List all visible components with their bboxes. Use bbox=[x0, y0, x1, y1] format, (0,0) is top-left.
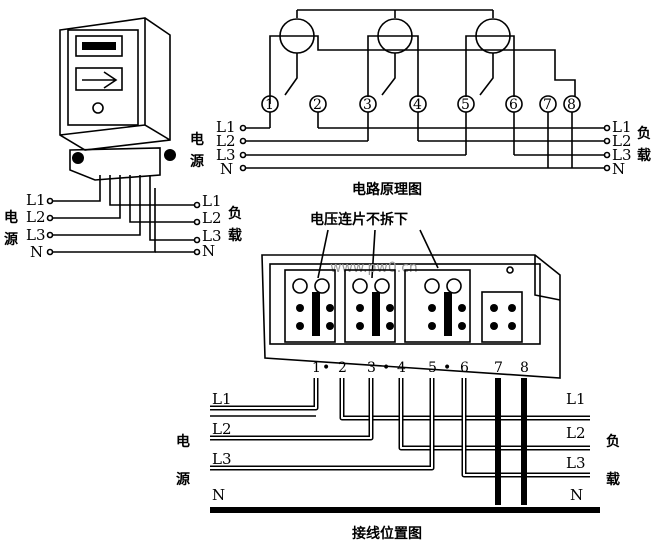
meter-source-lines: L1 L2 L3 N 电 源 L1 L2 L3 N 负 载 bbox=[4, 188, 242, 261]
load-label: 负 bbox=[606, 433, 620, 450]
phase-label: L1 bbox=[612, 118, 632, 136]
terminal-number: 5 bbox=[461, 97, 470, 113]
schematic-title: 电路原理图 bbox=[352, 181, 422, 198]
phase-label: N bbox=[30, 243, 43, 261]
phase-label: L1 bbox=[202, 192, 222, 210]
terminal-number: 8 bbox=[520, 360, 529, 376]
phase-label: L2 bbox=[26, 208, 46, 226]
source-label: 源 bbox=[4, 231, 18, 248]
svg-text:•: • bbox=[443, 360, 451, 376]
terminal-number: 8 bbox=[567, 97, 576, 113]
terminal-number: 1 bbox=[265, 97, 274, 113]
terminal-number: 3 bbox=[367, 360, 376, 376]
phase-label: L3 bbox=[202, 227, 222, 245]
terminal-number: 2 bbox=[313, 97, 322, 113]
phase-label: L3 bbox=[216, 146, 236, 164]
phase-label: L3 bbox=[566, 454, 586, 472]
phase-label: N bbox=[212, 486, 225, 504]
phase-label: L3 bbox=[212, 450, 232, 468]
terminal-number: 6 bbox=[509, 97, 518, 113]
source-label: 源 bbox=[176, 471, 190, 488]
phase-label: L2 bbox=[566, 424, 586, 442]
terminal-number: 4 bbox=[413, 97, 422, 113]
terminal-number: 1 bbox=[312, 360, 321, 376]
phase-label: L2 bbox=[202, 209, 222, 227]
terminal-number: 4 bbox=[397, 360, 406, 376]
source-label: 电 bbox=[190, 131, 204, 148]
load-label: 载 bbox=[228, 227, 242, 244]
phase-label: L1 bbox=[26, 191, 46, 209]
wiring-diagram: 电压连片不拆下 www.pw0.cn 1 • 2 3 • bbox=[176, 211, 620, 542]
terminal-number: 7 bbox=[494, 360, 503, 376]
terminal-number: 2 bbox=[338, 360, 347, 376]
schematic-diagram: 1 2 3 4 5 6 7 8 L1 L2 L3 N 电 源 L1 L bbox=[190, 9, 651, 198]
phase-label: N bbox=[612, 160, 625, 178]
phase-label: L1 bbox=[216, 118, 236, 136]
phase-label: L1 bbox=[212, 390, 232, 408]
source-label: 电 bbox=[176, 433, 190, 450]
phase-label: N bbox=[570, 486, 583, 504]
phase-label: L1 bbox=[566, 390, 586, 408]
watermark: www.pw0.cn bbox=[330, 260, 418, 276]
source-label: 电 bbox=[4, 209, 18, 226]
phase-label: L2 bbox=[212, 420, 232, 438]
terminal-number: 7 bbox=[543, 97, 552, 113]
terminal-number: 3 bbox=[363, 97, 372, 113]
phase-label: N bbox=[220, 160, 233, 178]
wiring-title: 接线位置图 bbox=[352, 525, 422, 542]
terminal-number: 6 bbox=[460, 360, 469, 376]
phase-label: N bbox=[202, 242, 215, 260]
load-label: 载 bbox=[637, 147, 651, 164]
svg-text:•: • bbox=[382, 360, 390, 376]
terminal-wires bbox=[210, 378, 590, 505]
phase-label: L3 bbox=[612, 146, 632, 164]
load-label: 负 bbox=[228, 205, 242, 222]
callout-text: 电压连片不拆下 bbox=[310, 211, 408, 228]
terminal-number: 5 bbox=[428, 360, 437, 376]
load-label: 负 bbox=[637, 125, 651, 142]
meter-illustration bbox=[59, 17, 176, 188]
source-label: 源 bbox=[190, 153, 204, 170]
svg-text:•: • bbox=[322, 360, 330, 376]
phase-label: L2 bbox=[216, 132, 236, 150]
phase-label: L3 bbox=[26, 226, 46, 244]
load-label: 载 bbox=[606, 471, 620, 488]
phase-label: L2 bbox=[612, 132, 632, 150]
